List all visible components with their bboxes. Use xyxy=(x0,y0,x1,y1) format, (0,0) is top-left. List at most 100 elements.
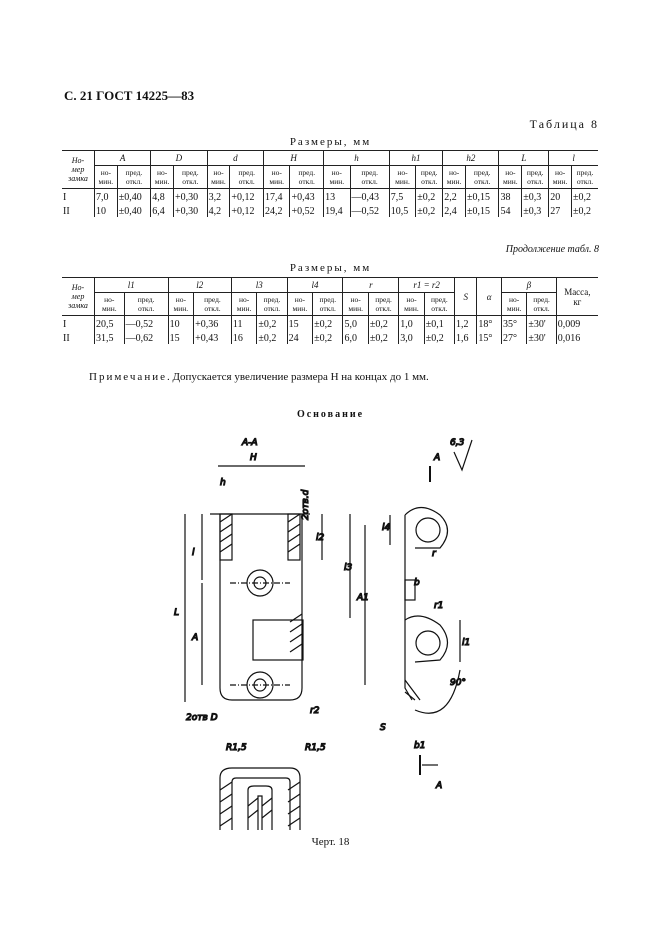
table-subheader: но- мин. xyxy=(167,292,194,316)
note-lead: Примечание xyxy=(89,371,167,383)
row-number: I xyxy=(63,319,67,330)
table-cell: ±0,3 xyxy=(521,188,549,203)
t2-head: l3 xyxy=(230,277,288,293)
t1-head: H xyxy=(263,150,324,166)
t2-head: r1 = r2 xyxy=(398,277,455,293)
table-cell: 16 xyxy=(230,330,257,344)
holes-d-label: 2отв.d xyxy=(301,489,311,520)
dim-90: 90° xyxy=(450,678,466,688)
table-subheader: но- мин. xyxy=(263,165,290,189)
dim-b1: b1 xyxy=(414,741,425,751)
table-subheader: пред. откл. xyxy=(464,165,499,189)
table-cell: 6,4 xyxy=(150,203,174,217)
table-subheader: но- мин. xyxy=(548,165,572,189)
table-number: Таблица 8 xyxy=(529,117,599,131)
radius-label-right: R1,5 xyxy=(305,743,326,753)
table2-col-number: Но- мер замка xyxy=(62,277,95,316)
table-subheader: но- мин. xyxy=(398,292,425,316)
table-cell: ±0,2 xyxy=(256,330,288,344)
table-subheader: пред. откл. xyxy=(256,292,288,316)
table-cell: +0,30 xyxy=(172,203,208,217)
table-continuation: Продолжение табл. 8 xyxy=(505,244,599,255)
section-label: А-А xyxy=(241,438,258,448)
table-subheader: пред. откл. xyxy=(229,165,264,189)
table-subheader: но- мин. xyxy=(323,165,351,189)
table-cell: ±0,2 xyxy=(312,330,343,344)
table-cell: ±0,15 xyxy=(464,203,499,217)
table-cell: 0,009 xyxy=(555,315,598,330)
table-subheader: но- мин. xyxy=(94,165,118,189)
dim-L: L xyxy=(174,608,179,618)
table-subheader: но- мин. xyxy=(206,165,230,189)
row-number: II xyxy=(63,333,70,344)
table-cell: +0,12 xyxy=(229,188,264,203)
table-cell: 19,4 xyxy=(323,203,351,217)
drawing-title: Основание xyxy=(296,409,365,420)
table-cell: +0,43 xyxy=(193,330,232,344)
table-cell: 27° xyxy=(500,330,527,344)
dim-h: h xyxy=(220,478,226,488)
note-text: . Допускается увеличение размера H на ко… xyxy=(166,371,429,383)
row-number: I xyxy=(63,192,67,203)
table-cell: 4,2 xyxy=(206,203,230,217)
dim-l: l xyxy=(192,548,195,558)
table-cell: ±0,2 xyxy=(367,315,399,330)
table1-caption: Размеры, мм xyxy=(289,136,372,148)
table2-caption: Размеры, мм xyxy=(289,262,372,274)
table-cell: 35° xyxy=(500,315,527,330)
dim-l2: l2 xyxy=(316,533,325,543)
table-cell: 10 xyxy=(167,315,194,330)
figure-caption: Черт. 18 xyxy=(311,836,350,848)
t1-head: h2 xyxy=(442,150,499,166)
table-cell: ±0,2 xyxy=(570,203,598,217)
table-cell: 17,4 xyxy=(263,188,290,203)
t2-head: l4 xyxy=(286,277,343,293)
technical-drawing: А-А L l A h H 2отв.d l2 l3 2отв D r xyxy=(173,437,473,830)
table-subheader: пред. откл. xyxy=(570,165,598,189)
table-cell: 38 xyxy=(498,188,522,203)
table-cell: 15 xyxy=(286,315,313,330)
table-cell: ±0,1 xyxy=(423,315,455,330)
table-cell: 24 xyxy=(286,330,313,344)
table-subheader: но- мин. xyxy=(150,165,174,189)
table-cell: +0,12 xyxy=(229,203,264,217)
dim-b: b xyxy=(414,578,420,588)
view-label-bottom: А xyxy=(435,781,442,791)
table-cell: 2,2 xyxy=(442,188,466,203)
note: Примечание. Допускается увеличение разме… xyxy=(89,371,429,383)
table-cell: 4,8 xyxy=(150,188,174,203)
t2-head: l1 xyxy=(94,277,169,293)
table-subheader: пред. откл. xyxy=(172,165,208,189)
table-cell: 20,5 xyxy=(94,315,125,330)
t1-head: A xyxy=(93,150,151,166)
table-cell: —0,52 xyxy=(349,203,390,217)
table-subheader: но- мин. xyxy=(500,292,527,316)
table-cell: 3,0 xyxy=(398,330,425,344)
table-cell: +0,43 xyxy=(289,188,324,203)
table-subheader: пред. откл. xyxy=(521,165,549,189)
table-cell: ±0,2 xyxy=(256,315,288,330)
table-subheader: пред. откл. xyxy=(289,165,324,189)
table-cell: 54 xyxy=(498,203,522,217)
t2-head: l2 xyxy=(167,277,232,293)
table-cell: ±0,3 xyxy=(521,203,549,217)
table-subheader: но- мин. xyxy=(286,292,313,316)
table-cell: ±0,40 xyxy=(116,188,151,203)
t2-head: S xyxy=(454,277,477,316)
dim-r2: r2 xyxy=(310,706,320,716)
table-subheader: пред. откл. xyxy=(123,292,169,316)
t1-head: L xyxy=(498,150,549,166)
roughness-label: 6,3 xyxy=(450,438,465,448)
table-cell: ±0,15 xyxy=(464,188,499,203)
table-subheader: но- мин. xyxy=(498,165,522,189)
table-subheader: пред. откл. xyxy=(415,165,443,189)
table-cell: 10,5 xyxy=(388,203,416,217)
t1-head: l xyxy=(548,150,598,166)
table-subheader: пред. откл. xyxy=(193,292,232,316)
table-cell: ±0,2 xyxy=(415,188,443,203)
table-cell: 11 xyxy=(230,315,257,330)
t1-head: h1 xyxy=(388,150,443,166)
table-cell: 31,5 xyxy=(94,330,125,344)
table-subheader: но- мин. xyxy=(94,292,125,316)
table2: Но- мер замка l1 l2 l3 l4 r r1 = r2 S α … xyxy=(62,277,598,344)
